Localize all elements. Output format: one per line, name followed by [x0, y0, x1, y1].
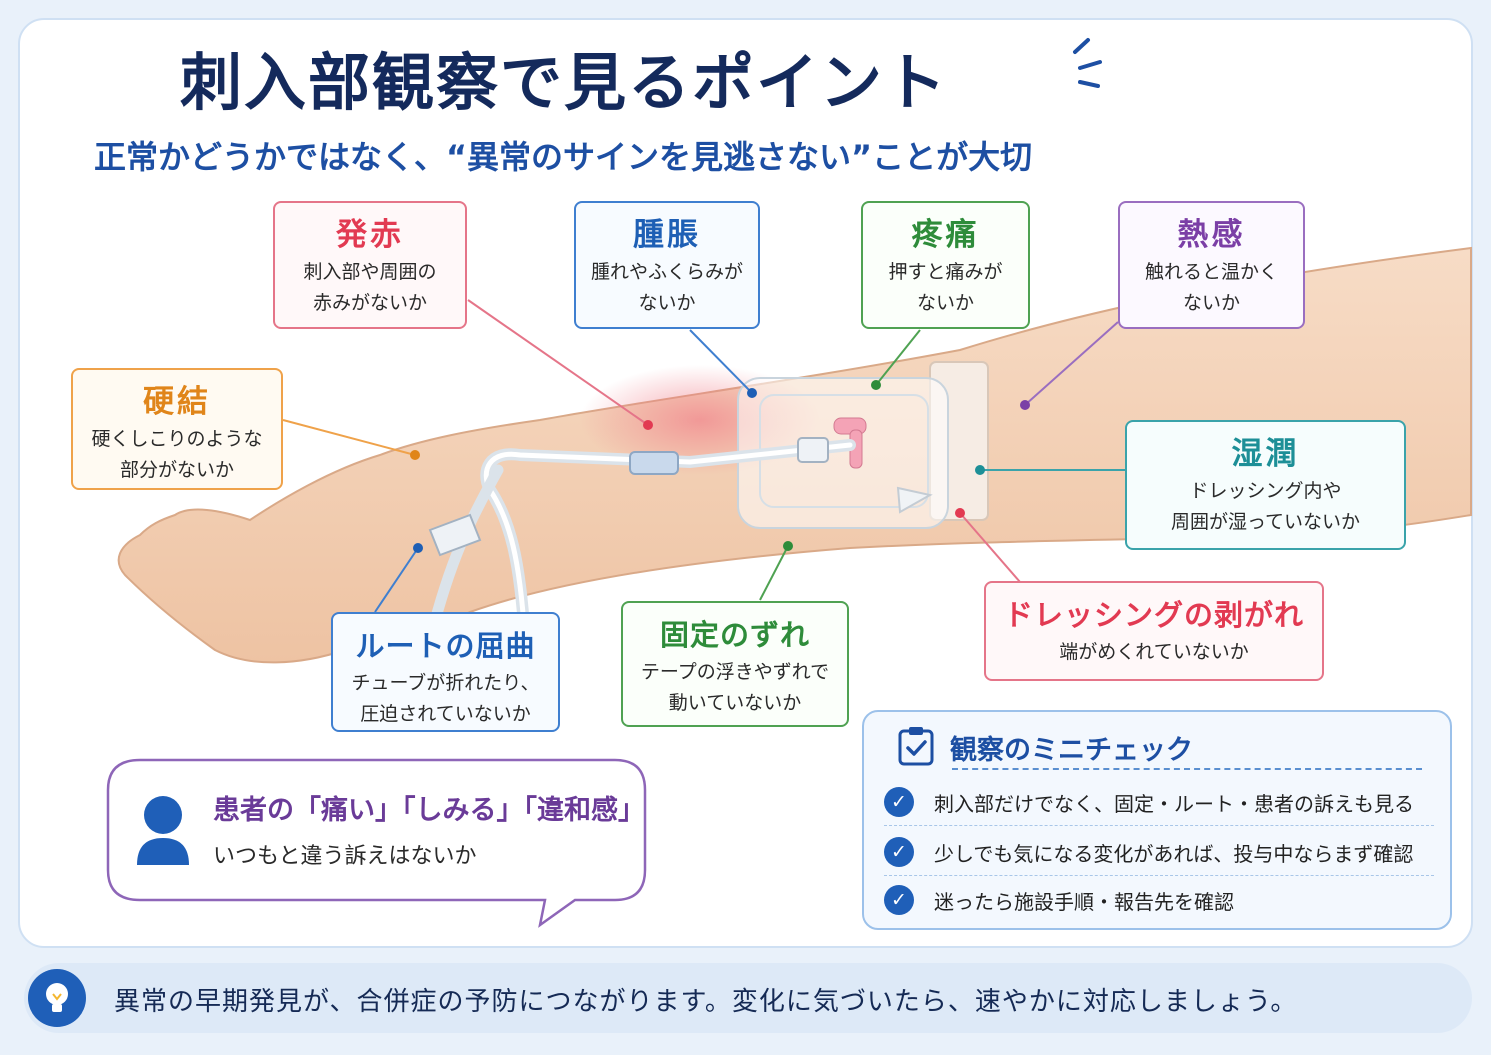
point-title: ルートの屈曲	[355, 629, 536, 663]
checklist-item-text: 刺入部だけでなく、固定・ルート・患者の訴えも見る	[934, 792, 1414, 816]
patient-complaint-title: 患者の「痛い」「しみる」「違和感」	[213, 795, 645, 826]
point-title: 固定のずれ	[659, 618, 810, 652]
point-desc-line1: 刺入部や周囲の	[303, 261, 437, 283]
point-redness: 発赤 刺入部や周囲の 赤みがないか	[273, 201, 467, 329]
lightbulb-icon	[28, 969, 86, 1027]
point-title: 発赤	[336, 217, 404, 253]
page-subtitle: 正常かどうかではなく、“異常のサインを見逃さない”ことが大切	[94, 138, 1033, 176]
point-dressing-peeling: ドレッシングの剥がれ 端がめくれていないか	[984, 581, 1324, 681]
point-desc-line1: チューブが折れたり、	[351, 672, 540, 694]
tube-connector	[629, 451, 679, 475]
divider	[952, 768, 1422, 770]
point-title: 湿潤	[1231, 436, 1300, 472]
checklist-item-text: 迷ったら施設手順・報告先を確認	[934, 890, 1234, 914]
point-desc-line2: 動いていないか	[668, 692, 802, 714]
point-desc-line2: 周囲が湿っていないか	[1170, 511, 1361, 533]
check-icon: ✓	[884, 787, 914, 817]
point-desc-line2: ないか	[638, 292, 696, 314]
point-fixation-displacement: 固定のずれ テープの浮きやずれで 動いていないか	[621, 601, 849, 727]
title-accent-icon	[1073, 38, 1102, 88]
point-desc-line1: 端がめくれていないか	[1059, 641, 1249, 663]
page-title: 刺入部観察で見るポイント	[180, 46, 949, 119]
check-icon: ✓	[884, 837, 914, 867]
point-title: ドレッシングの剥がれ	[1003, 598, 1304, 632]
point-induration: 硬結 硬くしこりのような 部分がないか	[71, 368, 283, 490]
point-pain: 疼痛 押すと痛みが ないか	[861, 201, 1030, 329]
point-title: 疼痛	[911, 217, 980, 253]
point-desc-line1: 触れると温かく	[1144, 261, 1278, 283]
point-moisture: 湿潤 ドレッシング内や 周囲が湿っていないか	[1125, 420, 1406, 550]
patient-complaint-text: いつもと違う訴えはないか	[213, 844, 477, 869]
patient-speech-bubble	[106, 758, 647, 928]
person-icon	[137, 796, 189, 865]
point-desc-line2: 部分がないか	[119, 459, 234, 481]
point-desc-line1: 腫れやふくらみが	[590, 261, 743, 283]
point-desc-line2: 圧迫されていないか	[360, 703, 531, 725]
point-desc-line1: 押すと痛みが	[888, 261, 1003, 283]
check-icon: ✓	[884, 885, 914, 915]
point-desc-line2: ないか	[1182, 292, 1240, 314]
footer-text: 異常の早期発見が、合併症の予防につながります。変化に気づいたら、速やかに対応しま…	[114, 987, 1298, 1017]
point-desc-line1: 硬くしこりのような	[91, 428, 263, 450]
checklist-item: ✓ 迷ったら施設手順・報告先を確認	[884, 880, 1434, 924]
point-desc-line1: ドレッシング内や	[1189, 480, 1342, 502]
point-title: 熱感	[1177, 217, 1246, 253]
point-desc-line2: 赤みがないか	[312, 292, 427, 314]
point-title: 腫脹	[633, 217, 701, 253]
point-desc-line1: テープの浮きやずれで	[640, 661, 830, 683]
checklist-item-text: 少しでも気になる変化があれば、投与中ならまず確認	[934, 842, 1414, 866]
checklist-item: ✓ 刺入部だけでなく、固定・ルート・患者の訴えも見る	[884, 782, 1434, 826]
mini-check-panel: 観察のミニチェック ✓ 刺入部だけでなく、固定・ルート・患者の訴えも見る ✓ 少…	[862, 710, 1452, 930]
point-heat: 熱感 触れると温かく ないか	[1118, 201, 1305, 329]
y-connector	[428, 513, 482, 557]
checklist-item: ✓ 少しでも気になる変化があれば、投与中ならまず確認	[884, 832, 1434, 876]
point-title: 硬結	[143, 384, 211, 420]
clipboard-check-icon	[898, 727, 934, 766]
point-desc-line2: ないか	[916, 292, 974, 314]
mini-check-title: 観察のミニチェック	[950, 735, 1193, 766]
footer-banner: 異常の早期発見が、合併症の予防につながります。変化に気づいたら、速やかに対応しま…	[24, 963, 1472, 1033]
point-route-kink: ルートの屈曲 チューブが折れたり、 圧迫されていないか	[331, 612, 560, 732]
point-swelling: 腫脹 腫れやふくらみが ないか	[574, 201, 760, 329]
